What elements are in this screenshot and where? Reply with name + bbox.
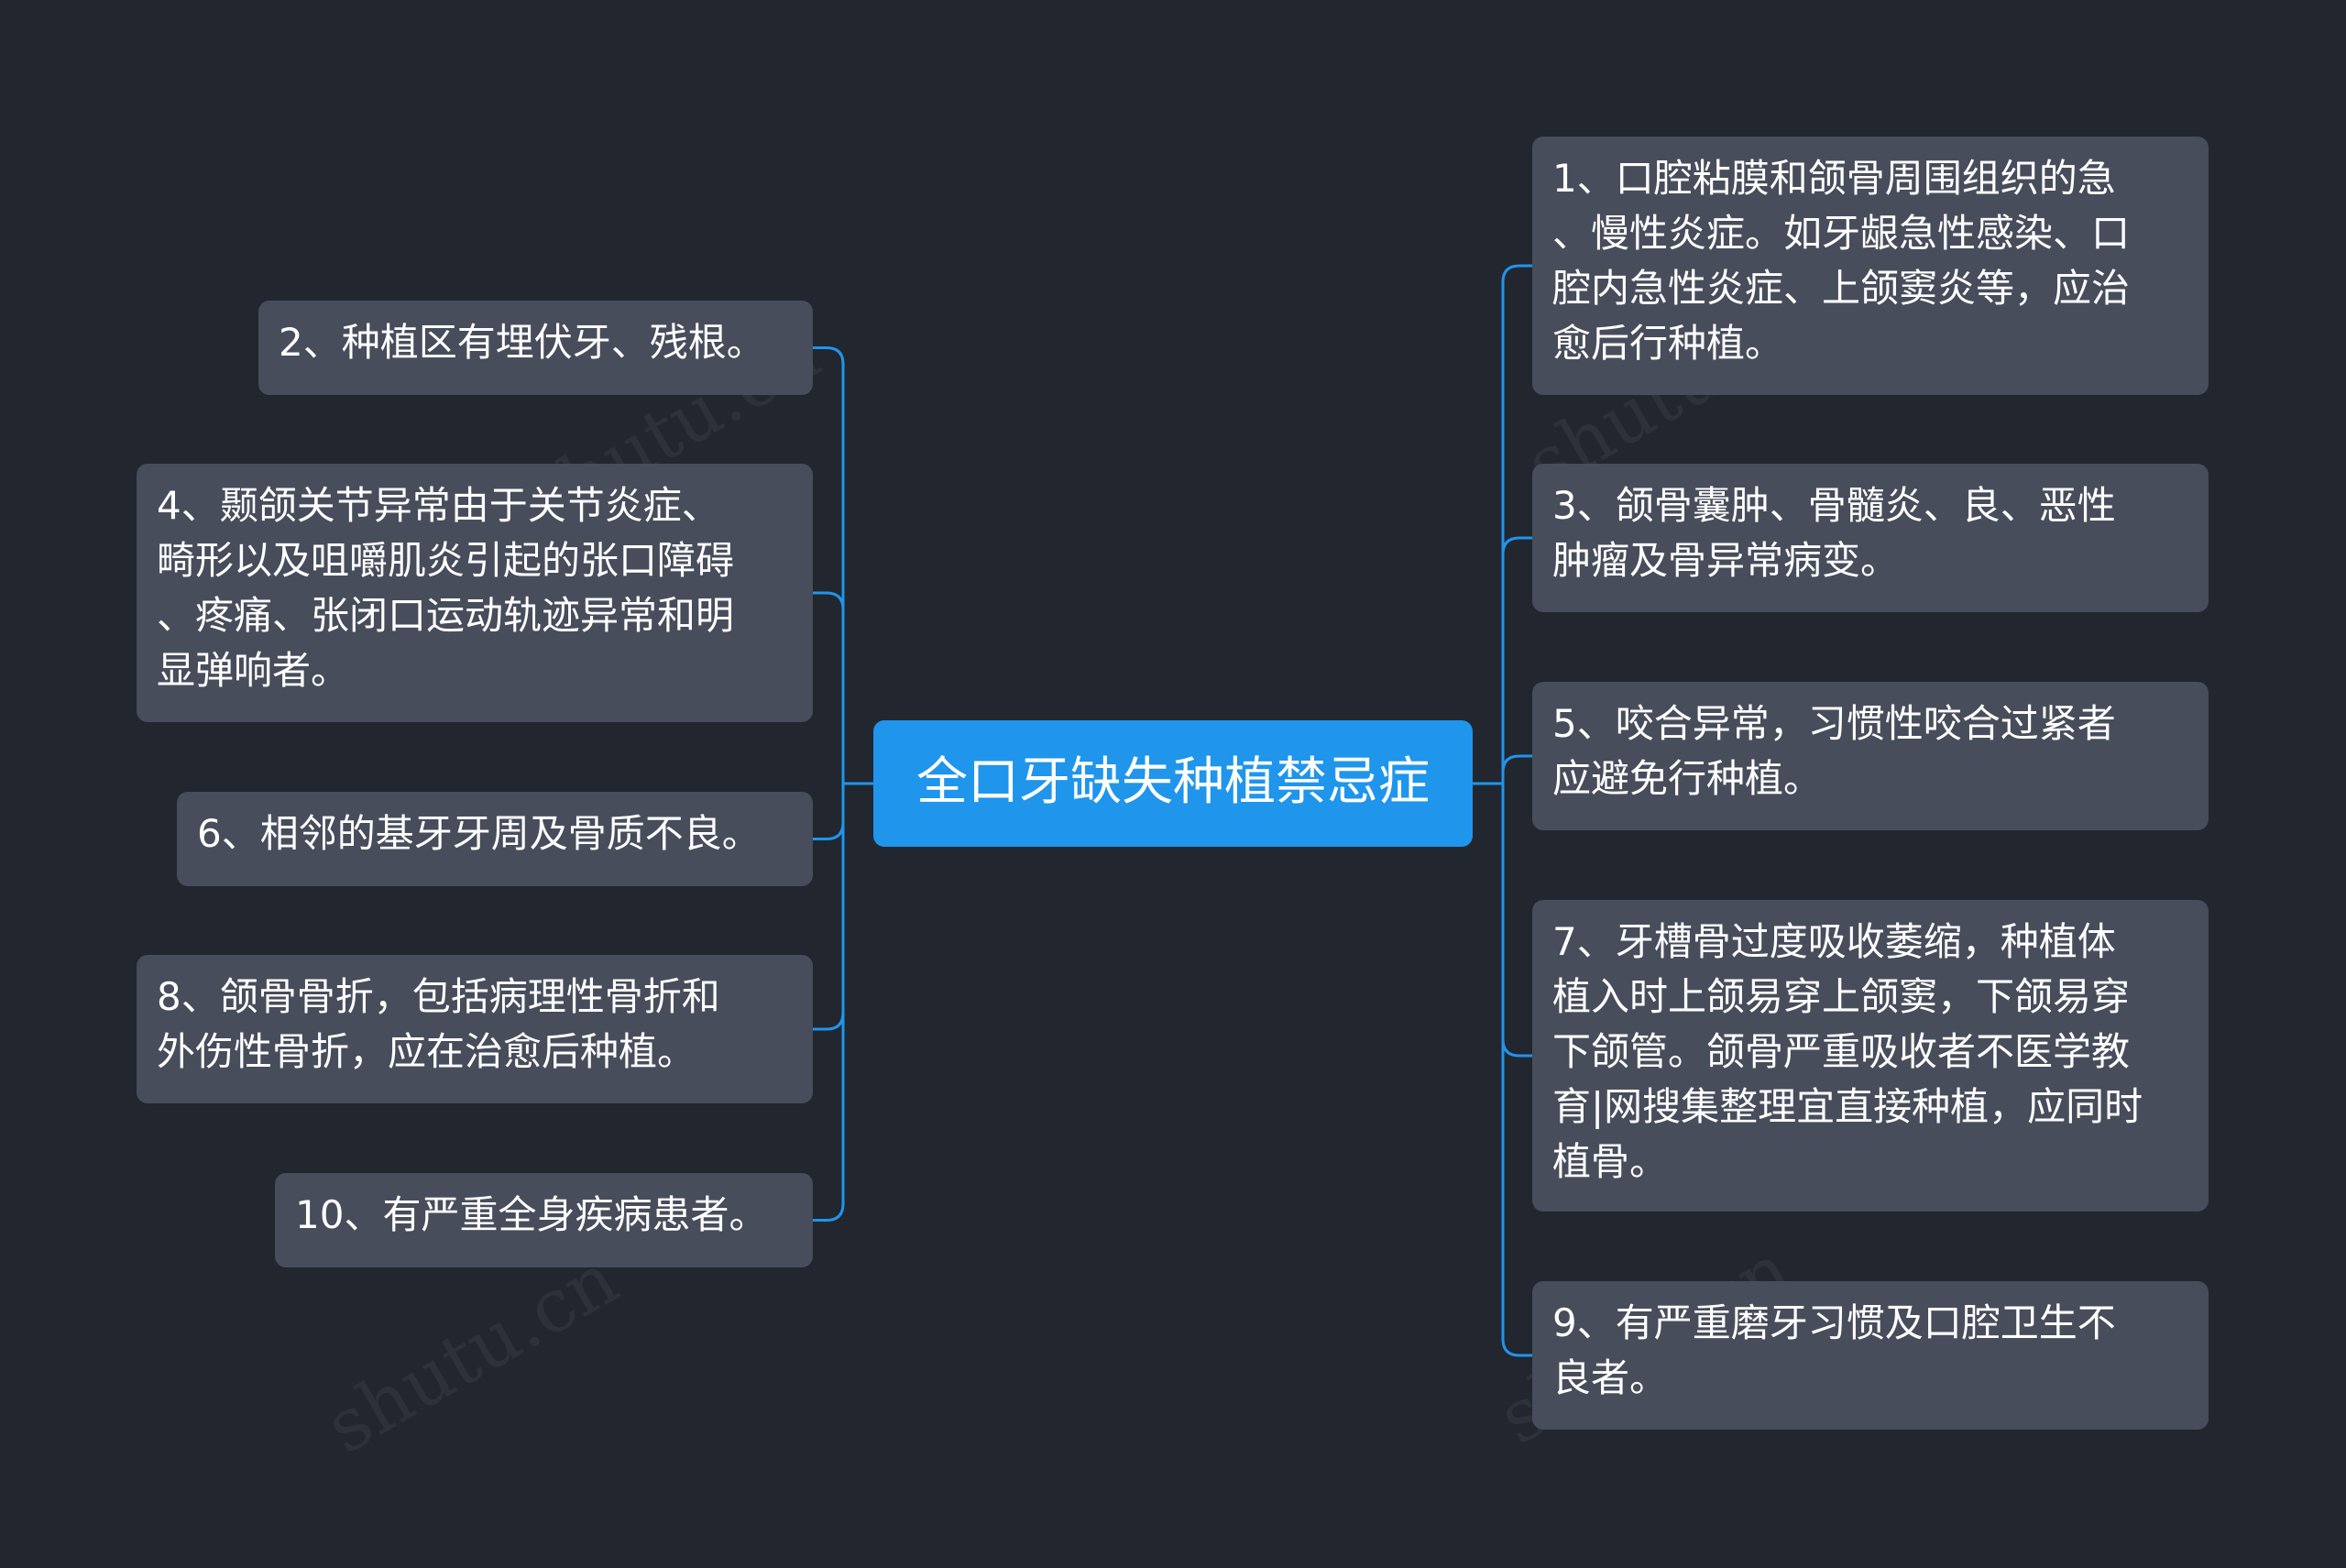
connector-line bbox=[1501, 754, 1532, 784]
connector-line bbox=[1501, 264, 1532, 784]
root-topic[interactable]: 全口牙缺失种植禁忌症 bbox=[873, 720, 1473, 847]
connector-line bbox=[813, 591, 845, 784]
topic-node[interactable]: 1、口腔粘膜和颌骨周围组织的急 、慢性炎症。如牙龈急性感染、口 腔内急性炎症、上… bbox=[1532, 137, 2209, 395]
topic-node[interactable]: 3、颌骨囊肿、骨髓炎、良、恶性 肿瘤及骨异常病变。 bbox=[1532, 464, 2209, 612]
topic-node[interactable]: 4、颞颌关节异常由于关节炎症、 畸形以及咀嚼肌炎引起的张口障碍 、疼痛、张闭口运… bbox=[137, 464, 813, 722]
topic-node[interactable]: 9、有严重磨牙习惯及口腔卫生不 良者。 bbox=[1532, 1281, 2209, 1430]
connector-line bbox=[813, 784, 845, 840]
topic-node[interactable]: 7、牙槽骨过度吸收萎缩，种植体 植入时上颌易穿上颌窦，下颌易穿 下颌管。颌骨严重… bbox=[1532, 900, 2209, 1212]
connector-line bbox=[813, 784, 845, 1222]
topic-node[interactable]: 10、有严重全身疾病患者。 bbox=[275, 1173, 813, 1267]
connector-line bbox=[1501, 784, 1532, 1357]
topic-node[interactable]: 5、咬合异常，习惯性咬合过紧者 应避免行种植。 bbox=[1532, 682, 2209, 830]
connector-line bbox=[1501, 784, 1532, 1058]
connector-line bbox=[813, 346, 845, 784]
topic-node[interactable]: 6、相邻的基牙牙周及骨质不良。 bbox=[177, 792, 813, 886]
topic-node[interactable]: 2、种植区有埋伏牙、残根。 bbox=[258, 301, 813, 395]
topic-node[interactable]: 8、颌骨骨折，包括病理性骨折和 外伤性骨折，应在治愈后种植。 bbox=[137, 955, 813, 1103]
connector-line bbox=[1501, 536, 1532, 784]
connector-line bbox=[813, 784, 845, 1031]
